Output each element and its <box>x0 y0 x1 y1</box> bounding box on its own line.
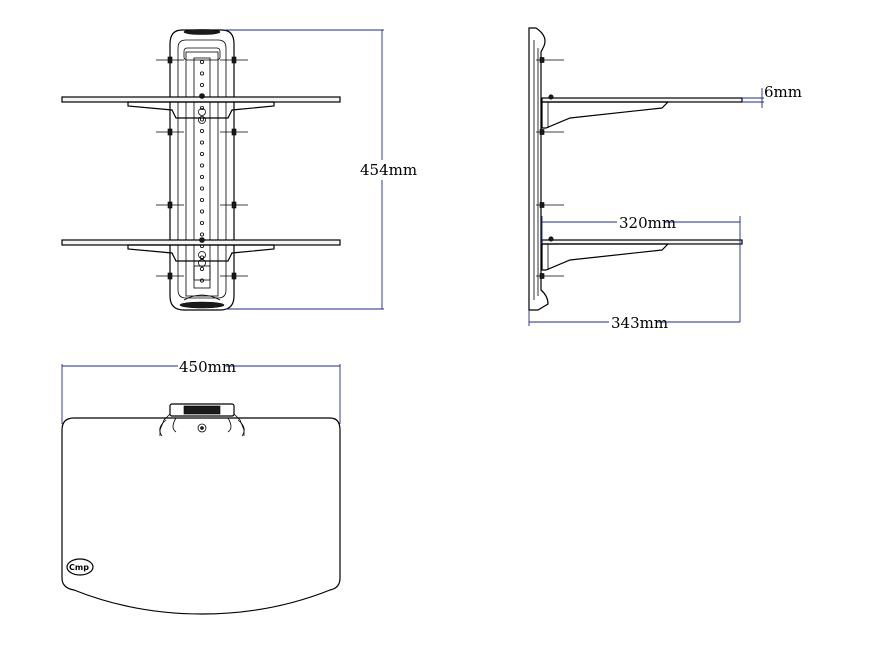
column-hole <box>199 186 204 191</box>
side-column <box>528 27 549 311</box>
column-hole <box>199 174 204 179</box>
column-hole <box>199 278 204 283</box>
column-hole <box>199 140 204 145</box>
column-hole <box>199 128 204 133</box>
side-wall-screw-head <box>539 57 545 63</box>
column-hole <box>199 106 204 111</box>
wall-screw-head <box>231 128 237 136</box>
wall-screw-head <box>167 272 173 280</box>
width-dimension: 450mm <box>61 358 341 424</box>
wall-screw-head <box>231 201 237 209</box>
side-wall-screw-head <box>539 273 545 279</box>
wall-screw-head <box>231 272 237 280</box>
column-hole <box>199 163 204 168</box>
wall-screw-head <box>167 128 173 136</box>
depth-dimension-label: 320mm <box>619 214 676 232</box>
column-holes <box>199 60 204 283</box>
thickness-dimension: 6mm <box>742 83 802 108</box>
side-wall-screw-head <box>539 129 545 135</box>
top-shelf-outline <box>61 417 341 615</box>
side-bottom-shelf <box>541 236 743 271</box>
front-column <box>169 29 235 311</box>
total-depth-dimension-label: 343mm <box>611 314 668 332</box>
top-bracket <box>159 403 245 437</box>
side-screws <box>536 57 564 279</box>
column-hole <box>199 151 204 156</box>
wall-screw-head <box>167 56 173 64</box>
front-bottom-shelf <box>61 237 341 281</box>
height-dimension-label: 454mm <box>360 161 417 179</box>
wall-screw-head <box>167 201 173 209</box>
depth-dimension: 320mm <box>541 214 741 322</box>
thickness-dimension-label: 6mm <box>764 83 802 101</box>
width-dimension-label: 450mm <box>179 358 236 376</box>
column-hole <box>199 71 204 76</box>
height-dimension: 454mm <box>226 29 417 310</box>
side-view: 6mm 320mm 343mm <box>528 27 802 332</box>
top-view: 450mm Cmp <box>61 358 341 615</box>
column-hole <box>199 266 204 271</box>
column-hole <box>199 220 204 225</box>
front-screws <box>156 56 248 280</box>
brand-logo: Cmp <box>66 558 94 576</box>
side-top-shelf <box>541 94 743 129</box>
total-depth-dimension: 343mm <box>528 310 740 332</box>
front-view: 454mm <box>61 29 417 311</box>
column-hole <box>199 83 204 88</box>
wall-screw-head <box>231 56 237 64</box>
svg-text:Cmp: Cmp <box>69 563 89 572</box>
side-wall-screw-head <box>539 202 545 208</box>
column-hole <box>199 197 204 202</box>
front-top-shelf <box>61 93 341 124</box>
column-hole <box>199 232 204 237</box>
column-hole <box>199 209 204 214</box>
column-hole <box>199 60 204 65</box>
